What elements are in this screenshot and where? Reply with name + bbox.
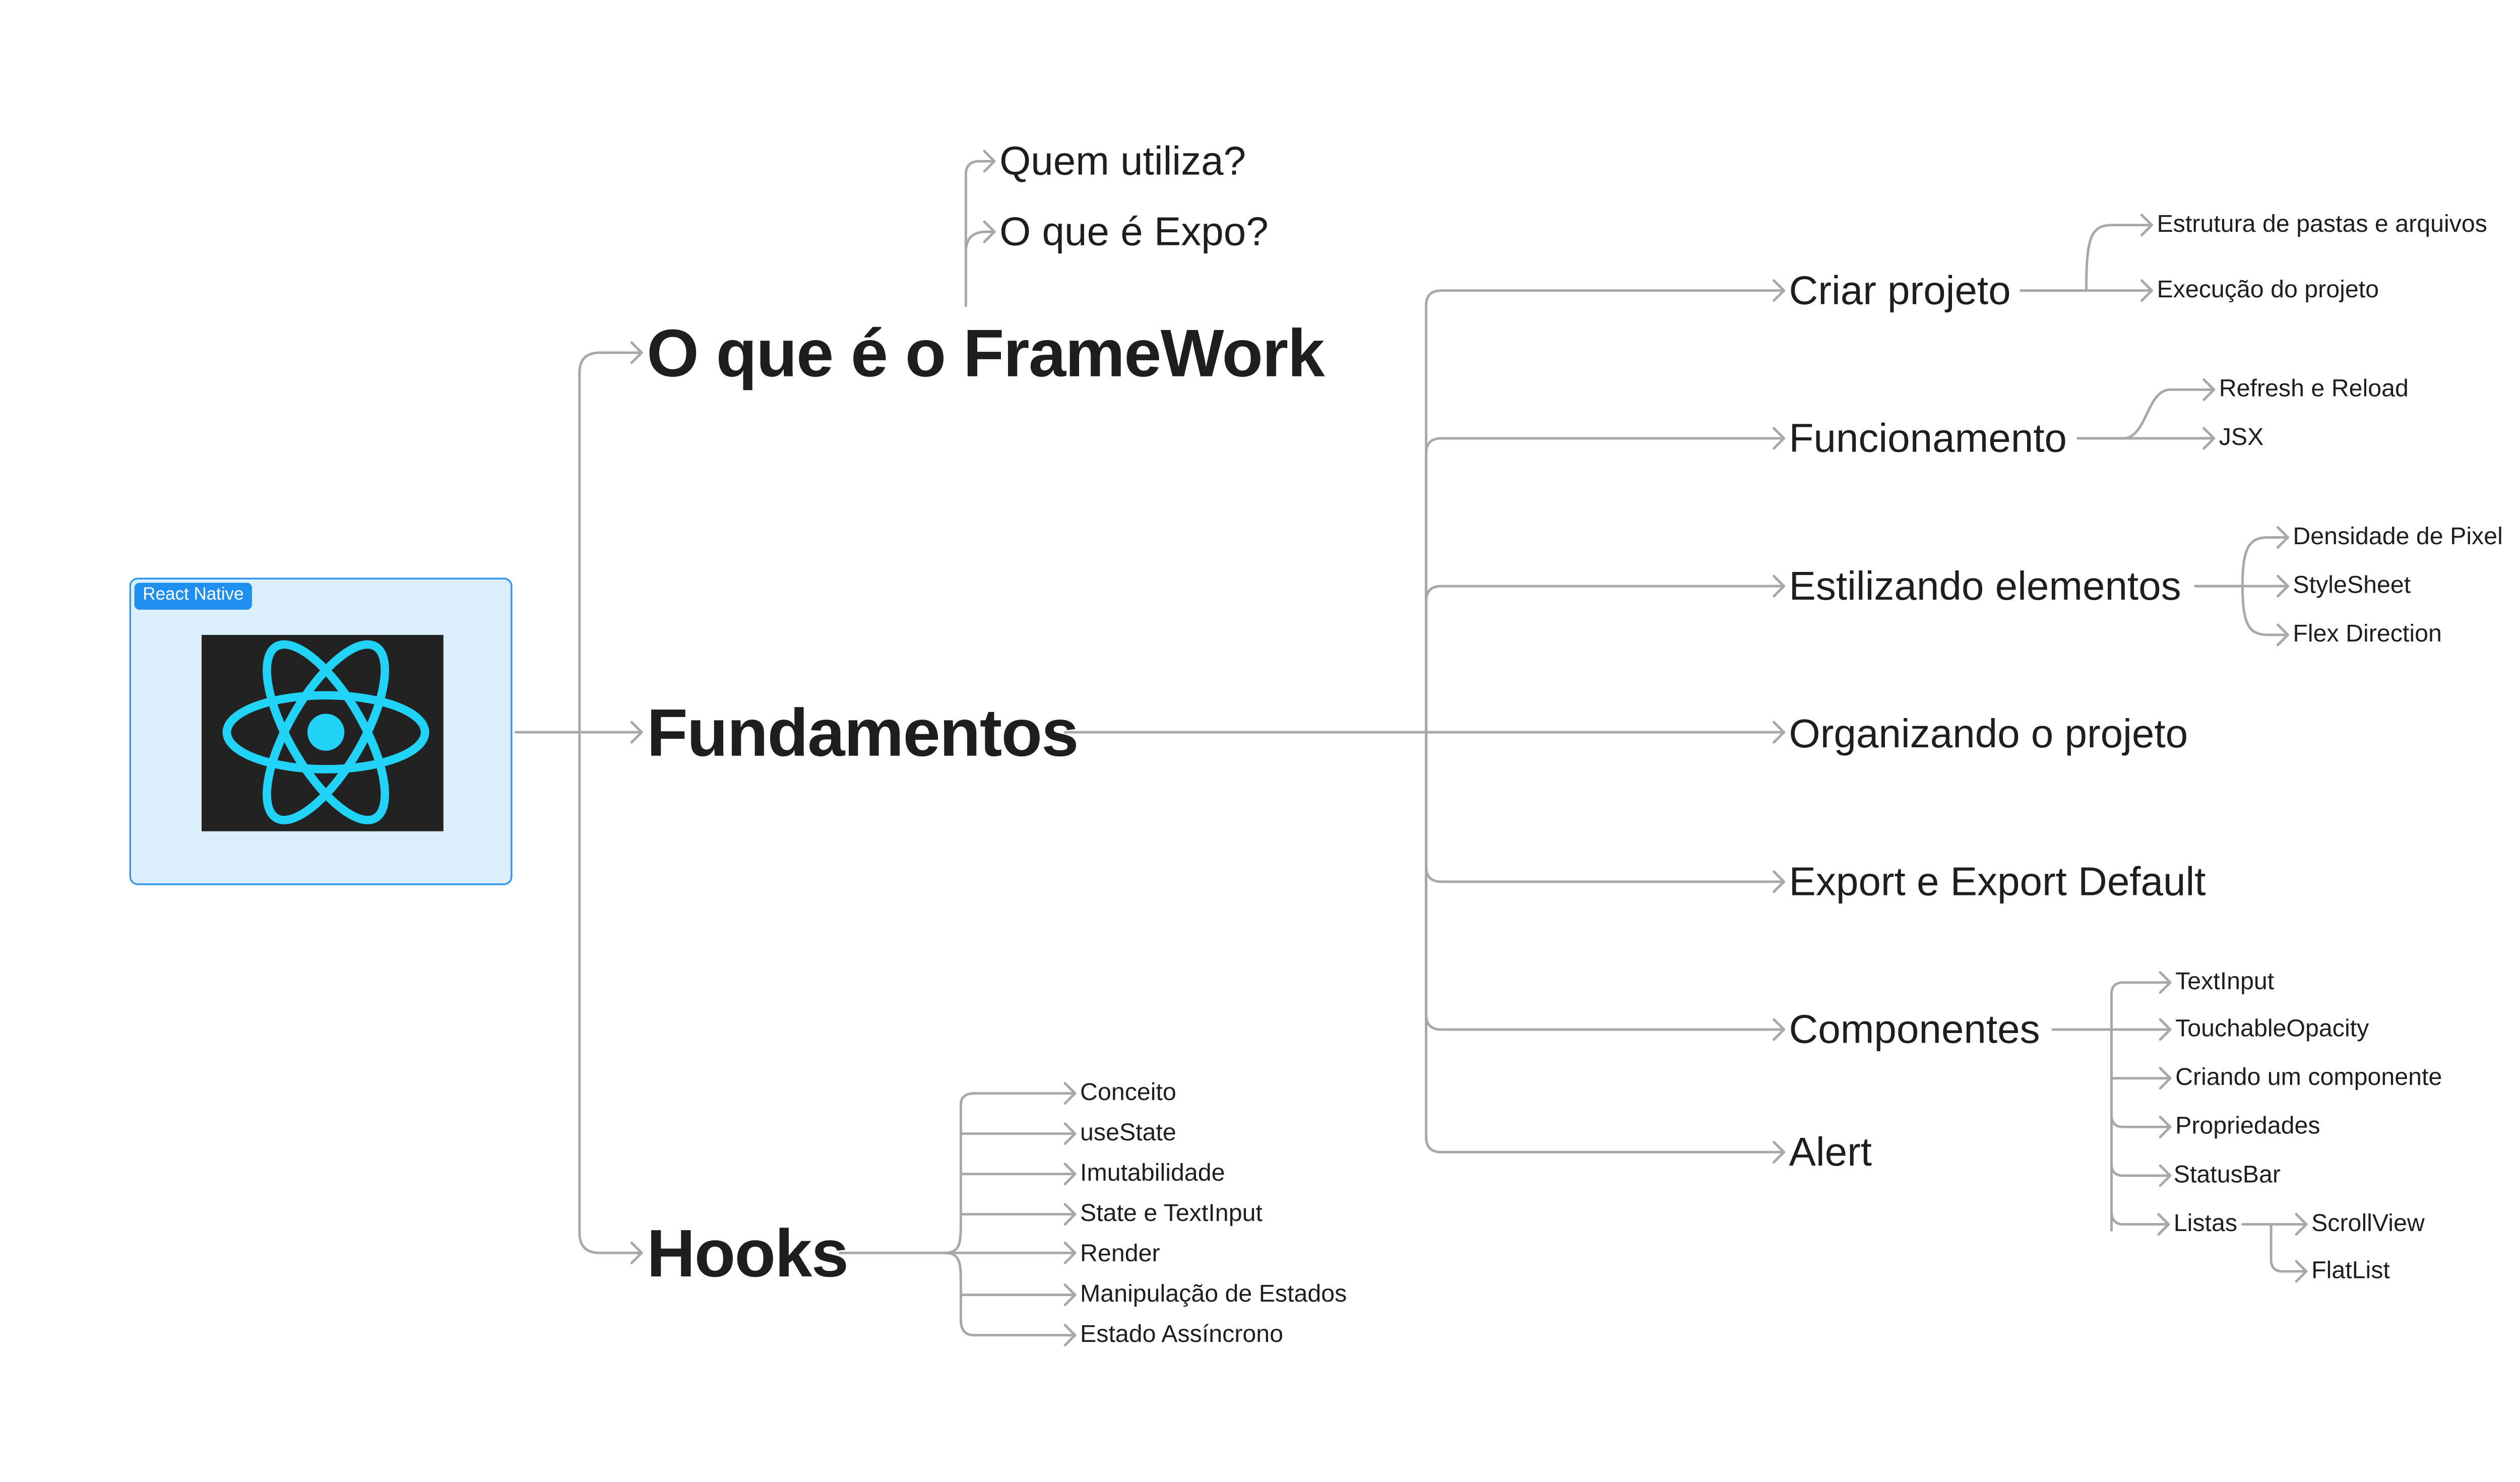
- fundamentos-item-funcionamento[interactable]: Funcionamento: [1789, 416, 2067, 462]
- listas-item-scrollview[interactable]: ScrollView: [2311, 1211, 2425, 1238]
- framework-item-o-que-e-expo[interactable]: O que é Expo?: [999, 210, 1269, 255]
- root-node-card[interactable]: React Native: [129, 577, 513, 885]
- estilizando-item-flex-direction[interactable]: Flex Direction: [2293, 621, 2442, 649]
- componentes-item-listas[interactable]: Listas: [2173, 1211, 2238, 1238]
- hooks-item-conceito[interactable]: Conceito: [1080, 1080, 1176, 1107]
- hooks-item-state-textinput[interactable]: State e TextInput: [1080, 1201, 1263, 1228]
- hooks-item-imutabilidade[interactable]: Imutabilidade: [1080, 1161, 1225, 1188]
- fundamentos-item-criar-projeto[interactable]: Criar projeto: [1789, 269, 2011, 314]
- branch-framework[interactable]: O que é o FrameWork: [647, 317, 1325, 392]
- root-node-label: React Native: [134, 583, 253, 609]
- listas-item-flatlist[interactable]: FlatList: [2311, 1258, 2390, 1285]
- criar-item-execucao[interactable]: Execução do projeto: [2157, 277, 2379, 304]
- componentes-item-propriedades[interactable]: Propriedades: [2175, 1113, 2320, 1141]
- funcionamento-item-refresh-reload[interactable]: Refresh e Reload: [2219, 376, 2409, 403]
- fundamentos-item-alert[interactable]: Alert: [1789, 1130, 1872, 1176]
- hooks-item-usestate[interactable]: useState: [1080, 1120, 1176, 1147]
- componentes-item-touchableopacity[interactable]: TouchableOpacity: [2175, 1016, 2369, 1043]
- componentes-item-textinput[interactable]: TextInput: [2175, 969, 2275, 996]
- estilizando-item-densidade-pixel[interactable]: Densidade de Pixel: [2293, 524, 2503, 551]
- componentes-item-criando-componente[interactable]: Criando um componente: [2175, 1065, 2442, 1092]
- criar-item-estrutura-pastas[interactable]: Estrutura de pastas e arquivos: [2157, 211, 2487, 239]
- branch-fundamentos[interactable]: Fundamentos: [647, 697, 1079, 771]
- fundamentos-item-estilizando-elementos[interactable]: Estilizando elementos: [1789, 564, 2181, 610]
- fundamentos-item-componentes[interactable]: Componentes: [1789, 1007, 2040, 1053]
- framework-item-quem-utiliza[interactable]: Quem utiliza?: [999, 139, 1246, 185]
- hooks-item-render[interactable]: Render: [1080, 1241, 1160, 1268]
- fundamentos-item-export-default[interactable]: Export e Export Default: [1789, 860, 2206, 906]
- componentes-item-statusbar[interactable]: StatusBar: [2173, 1162, 2281, 1189]
- react-atom-logo-icon: [201, 634, 444, 831]
- fundamentos-item-organizando-projeto[interactable]: Organizando o projeto: [1789, 712, 2188, 758]
- estilizando-item-stylesheet[interactable]: StyleSheet: [2293, 572, 2411, 600]
- branch-hooks[interactable]: Hooks: [647, 1217, 849, 1292]
- funcionamento-item-jsx[interactable]: JSX: [2219, 425, 2264, 452]
- hooks-item-manipulacao-estados[interactable]: Manipulação de Estados: [1080, 1281, 1347, 1309]
- hooks-item-estado-assincrono[interactable]: Estado Assíncrono: [1080, 1321, 1284, 1349]
